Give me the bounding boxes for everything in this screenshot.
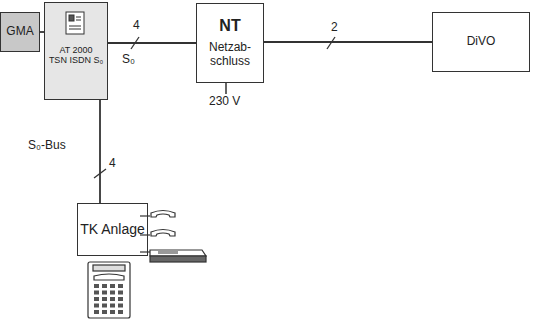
wire-label: 4 [108, 157, 117, 171]
node-text: DiVO [467, 35, 496, 49]
node-text: TK Anlage [80, 221, 145, 237]
fax-machine [150, 250, 206, 262]
pbx-box: TK Anlage [77, 203, 148, 256]
node-text: TSN ISDN S₀ [49, 55, 103, 65]
wire [264, 42, 432, 43]
terminal-box: AT 2000TSN ISDN S₀ [44, 2, 108, 100]
telephone-handset [151, 211, 175, 237]
wire [108, 43, 196, 44]
power-wire [225, 83, 227, 94]
node-text: GMA [6, 25, 33, 39]
bundle-slash [94, 37, 335, 178]
wire-label: 2 [330, 21, 339, 35]
at-fill [44, 2, 108, 100]
wire-label: S₀-Bus [27, 139, 67, 153]
keypad-phone [88, 262, 130, 318]
wire-label: 4 [132, 19, 141, 33]
wire [100, 100, 101, 203]
node-text: Netzab-schluss [197, 41, 263, 69]
network-terminal-box: NT Netzab-schluss [196, 3, 264, 83]
wire-label: S₀ [121, 53, 136, 67]
node-text: NT [219, 17, 240, 35]
device-icon [66, 12, 84, 34]
node-text: AT 2000 [59, 45, 92, 55]
divo-box: DiVO [432, 12, 530, 72]
gma-fill [0, 12, 40, 52]
wire-label: 230 V [208, 95, 241, 109]
gma-box: GMA [0, 12, 40, 52]
